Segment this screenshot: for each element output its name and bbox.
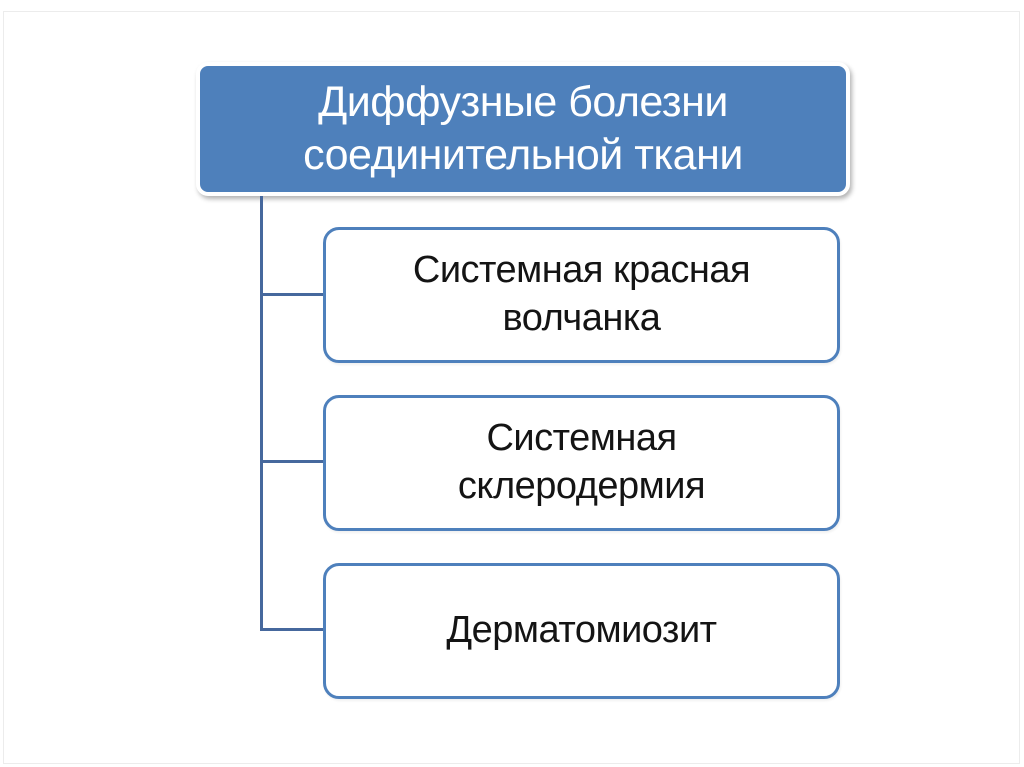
root-node-diffuse-connective-tissue-diseases: Диффузные болезни соединительной ткани [196,62,850,196]
connector-branch-2 [260,460,325,463]
child-node-dermatomyositis: Дерматомиозит [323,563,840,699]
child-node-systemic-scleroderma: Системная склеродермия [323,395,840,531]
child-node-label: Системная красная волчанка [412,249,751,339]
connector-vertical-line [260,196,263,631]
root-node-label: Диффузные болезни соединительной ткани [303,77,743,179]
connector-branch-1 [260,293,325,296]
child-node-systemic-lupus: Системная красная волчанка [323,227,840,363]
connector-branch-3 [260,628,325,631]
child-node-label: Дерматомиозит [446,609,717,652]
child-node-label: Системная склеродермия [457,417,706,507]
